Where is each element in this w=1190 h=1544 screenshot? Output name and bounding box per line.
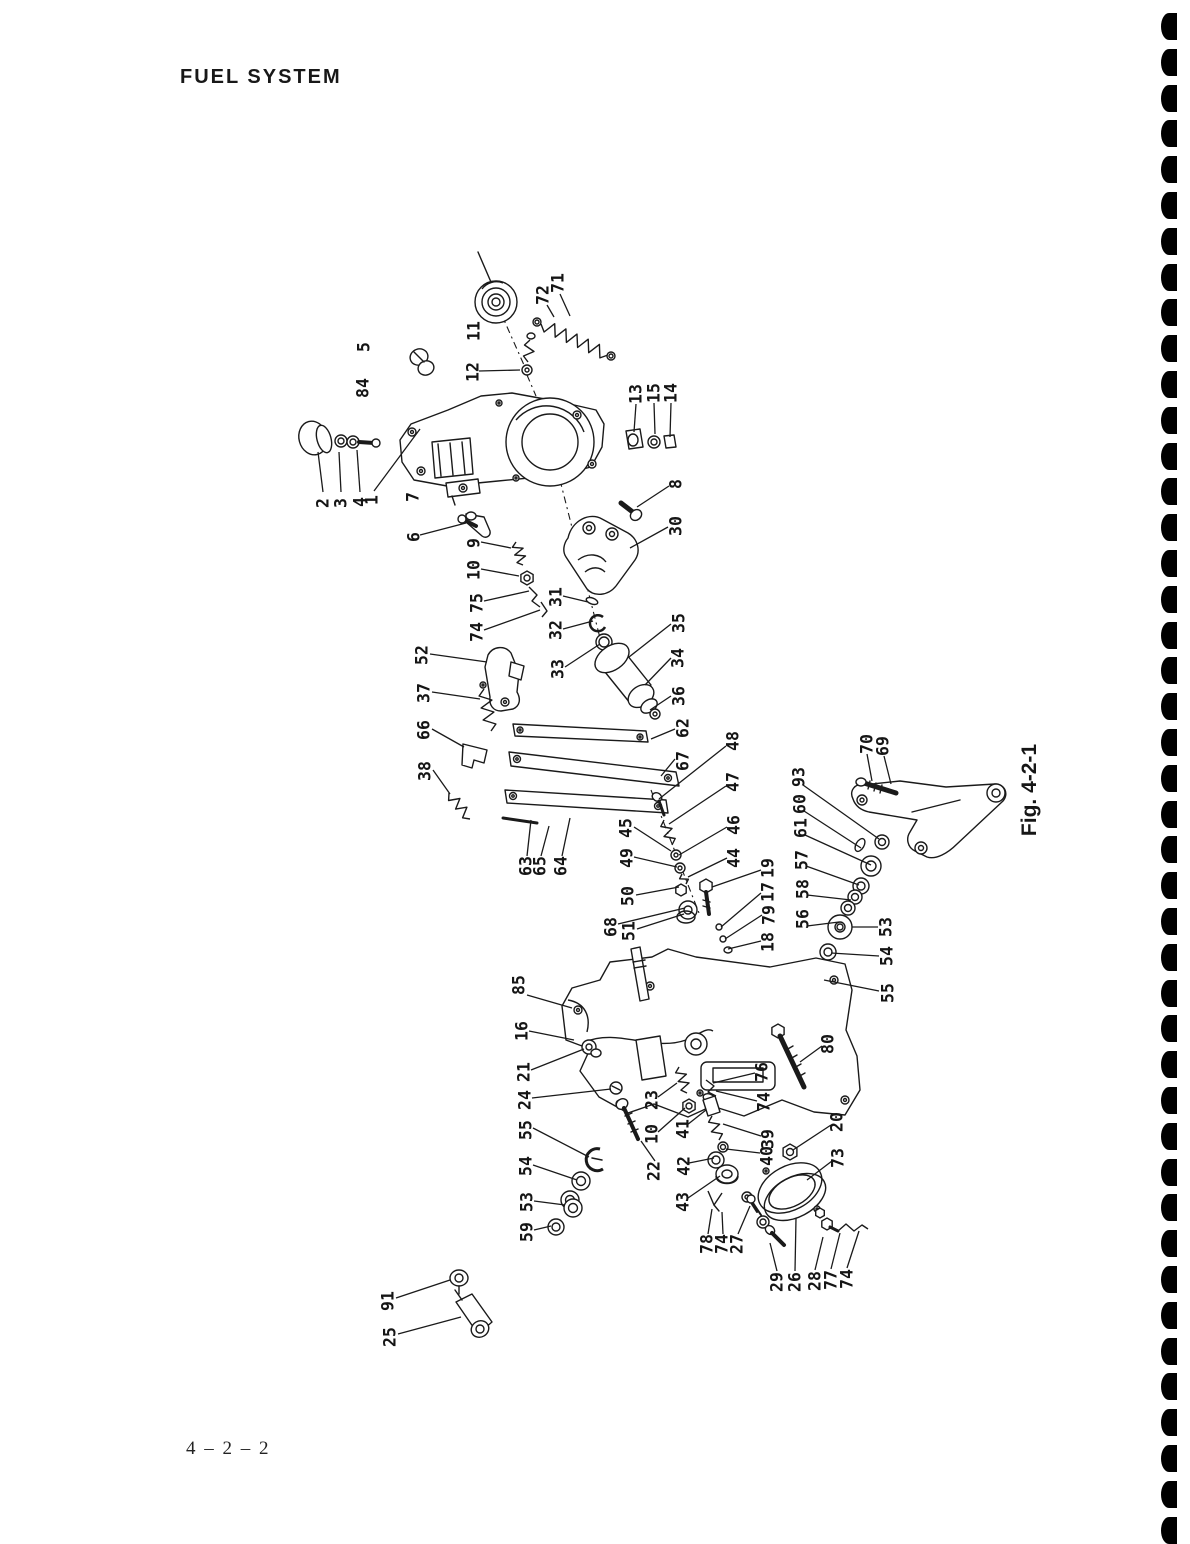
part-callout-77: 77 [822, 1270, 841, 1290]
part-callout-10: 10 [643, 1124, 662, 1144]
part-callout-49: 49 [618, 848, 637, 868]
part-callout-57: 57 [793, 850, 812, 870]
part-callout-48: 48 [724, 731, 743, 751]
part-callout-80: 80 [819, 1034, 838, 1054]
part-callout-79: 79 [760, 905, 779, 925]
part-callout-60: 60 [791, 794, 810, 814]
part-callout-6: 6 [405, 532, 424, 542]
part-callout-51: 51 [620, 921, 639, 941]
part-callout-14: 14 [662, 383, 681, 403]
part-callout-22: 22 [645, 1161, 664, 1181]
part-callout-25: 25 [381, 1327, 400, 1347]
part-callout-53: 53 [877, 917, 896, 937]
part-callout-26: 26 [786, 1272, 805, 1292]
part-callout-74: 74 [468, 622, 487, 642]
part-callout-43: 43 [674, 1192, 693, 1212]
part-callout-66: 66 [415, 720, 434, 740]
part-callout-50: 50 [619, 886, 638, 906]
part-callout-56: 56 [794, 909, 813, 929]
figure-caption: Fig. 4-2-1 [1018, 743, 1041, 837]
part-callout-85: 85 [510, 975, 529, 995]
page-number: 4 – 2 – 2 [186, 1438, 271, 1459]
part-callout-34: 34 [669, 648, 688, 668]
part-callout-84: 84 [354, 378, 373, 398]
part-callout-52: 52 [413, 645, 432, 665]
part-callout-53: 53 [518, 1192, 537, 1212]
part-callout-19: 19 [759, 858, 778, 878]
part-callout-30: 30 [667, 516, 686, 536]
part-callout-20: 20 [828, 1112, 847, 1132]
part-callout-38: 38 [416, 761, 435, 781]
part-callout-28: 28 [806, 1271, 825, 1291]
part-callout-61: 61 [792, 818, 811, 838]
part-callout-11: 11 [465, 321, 484, 341]
part-callout-65: 65 [531, 856, 550, 876]
part-callout-1: 1 [363, 495, 382, 505]
part-callout-45: 45 [617, 818, 636, 838]
part-callout-91: 91 [379, 1291, 398, 1311]
part-callout-23: 23 [643, 1090, 662, 1110]
part-callout-37: 37 [415, 683, 434, 703]
part-callout-74: 74 [755, 1092, 774, 1112]
part-callout-74: 74 [713, 1234, 732, 1254]
part-callout-78: 78 [698, 1234, 717, 1254]
part-callout-5: 5 [355, 342, 374, 352]
part-callout-47: 47 [724, 772, 743, 792]
part-callout-27: 27 [728, 1234, 747, 1254]
part-callout-7: 7 [404, 492, 423, 502]
part-callout-12: 12 [464, 362, 483, 382]
part-callout-40: 40 [758, 1146, 777, 1166]
part-callout-44: 44 [725, 848, 744, 868]
part-callout-72: 72 [534, 285, 553, 305]
part-callout-73: 73 [829, 1148, 848, 1168]
part-callout-63: 63 [517, 856, 536, 876]
part-callout-74: 74 [838, 1269, 857, 1289]
part-callout-71: 71 [549, 273, 568, 293]
part-callout-41: 41 [674, 1119, 693, 1139]
part-callout-35: 35 [670, 613, 689, 633]
part-callout-59: 59 [518, 1222, 537, 1242]
part-callout-42: 42 [675, 1156, 694, 1176]
part-callout-18: 18 [759, 932, 778, 952]
part-callout-70: 70 [858, 734, 877, 754]
part-callout-33: 33 [549, 659, 568, 679]
part-callout-76: 76 [753, 1062, 772, 1082]
part-callout-21: 21 [515, 1062, 534, 1082]
part-callout-13: 13 [627, 384, 646, 404]
part-callout-9: 9 [465, 538, 484, 548]
part-callout-55: 55 [879, 983, 898, 1003]
part-callout-24: 24 [516, 1090, 535, 1110]
part-callout-58: 58 [794, 879, 813, 899]
part-callout-17: 17 [759, 882, 778, 902]
part-callout-4: 4 [351, 497, 370, 507]
part-callout-46: 46 [725, 815, 744, 835]
part-callout-36: 36 [670, 686, 689, 706]
part-callout-10: 10 [465, 560, 484, 580]
part-callout-55: 55 [517, 1120, 536, 1140]
part-callout-64: 64 [552, 856, 571, 876]
part-callout-2: 2 [314, 498, 333, 508]
part-callout-8: 8 [667, 479, 686, 489]
part-callout-62: 62 [674, 718, 693, 738]
part-callout-16: 16 [513, 1021, 532, 1041]
part-callout-93: 93 [790, 767, 809, 787]
part-callout-54: 54 [517, 1156, 536, 1176]
part-callout-31: 31 [547, 587, 566, 607]
part-callout-67: 67 [674, 751, 693, 771]
page-title: FUEL SYSTEM [180, 66, 342, 88]
part-callout-69: 69 [874, 736, 893, 756]
part-callout-54: 54 [878, 946, 897, 966]
part-callout-32: 32 [547, 620, 566, 640]
part-callout-29: 29 [768, 1272, 787, 1292]
part-callout-39: 39 [759, 1129, 778, 1149]
part-callout-3: 3 [332, 498, 351, 508]
part-callout-15: 15 [645, 383, 664, 403]
part-callout-75: 75 [468, 593, 487, 613]
part-callout-68: 68 [602, 917, 621, 937]
